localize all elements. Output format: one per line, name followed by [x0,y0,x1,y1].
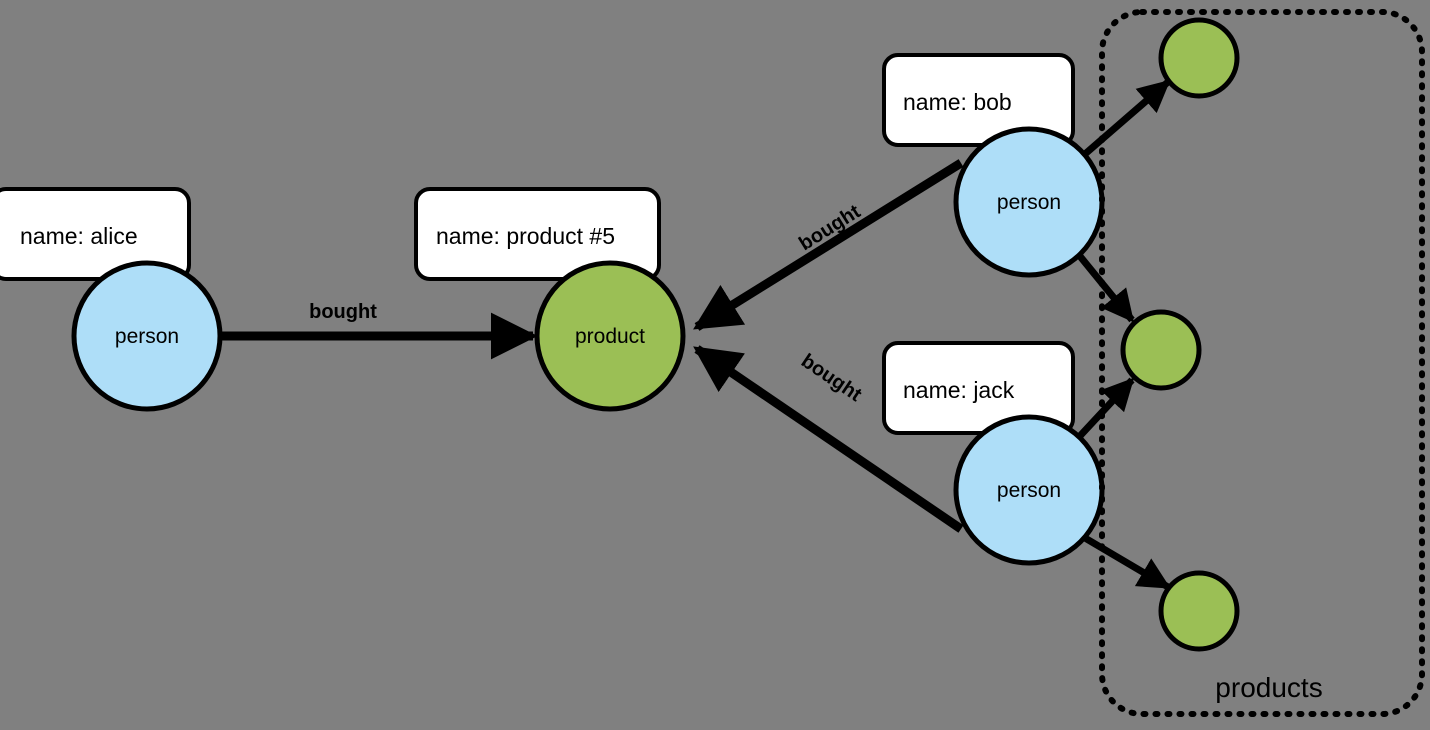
edge-label-group-alice-bought-product: bought [309,301,377,323]
node-circle-alice[interactable] [71,260,223,412]
node-prod_top[interactable] [1158,17,1240,99]
node-prod_mid[interactable] [1120,309,1202,391]
property-box-rect-jack [882,341,1075,435]
property-box-rect-alice [0,187,191,281]
edge-bob-to-prod-top[interactable] [1082,79,1171,157]
edge-jack-bought-product[interactable] [693,345,964,533]
property-box-text-alice: name: alice [20,223,138,249]
edge-bob-to-prod-mid[interactable] [1076,252,1135,323]
node-prod_bottom[interactable] [1158,570,1240,652]
node-bob[interactable]: person [953,126,1105,278]
property-box-jack: name: jack [882,341,1075,435]
edge-bob-bought-product[interactable] [693,159,964,331]
property-box-product5: name: product #5 [414,187,661,281]
property-box-text-product5: name: product #5 [436,223,615,249]
node-type-label-product5: product [575,325,645,348]
property-box-text-jack: name: jack [903,377,1015,403]
edges-layer [222,79,1171,591]
node-circle-prod_top[interactable] [1158,17,1240,99]
edge-jack-to-prod-mid[interactable] [1076,377,1135,440]
group-label: products [1215,672,1322,703]
property-box-alice: name: alice [0,187,191,281]
node-jack[interactable]: person [953,414,1105,566]
edge-jack-to-prod-bottom[interactable] [1083,534,1171,591]
node-type-label-bob: person [997,191,1061,214]
group-boundary-layer: products [1099,9,1425,717]
node-alice[interactable]: person [71,260,223,412]
nodes-layer: person product person person [71,17,1240,652]
property-box-rect-product5 [414,187,661,281]
node-product5[interactable]: product [534,260,686,412]
group-boundary-rect [1099,9,1425,717]
node-type-label-jack: person [997,479,1061,502]
node-circle-product5[interactable] [534,260,686,412]
property-box-text-bob: name: bob [903,89,1012,115]
node-circle-prod_bottom[interactable] [1158,570,1240,652]
property-boxes-layer: name: alice name: product #5 name: bob name… [0,53,1075,435]
node-type-label-alice: person [115,325,179,348]
node-circle-prod_mid[interactable] [1120,309,1202,391]
property-box-rect-bob [882,53,1075,147]
edge-label-alice-bought-product: bought [309,301,377,323]
property-box-bob: name: bob [882,53,1075,147]
